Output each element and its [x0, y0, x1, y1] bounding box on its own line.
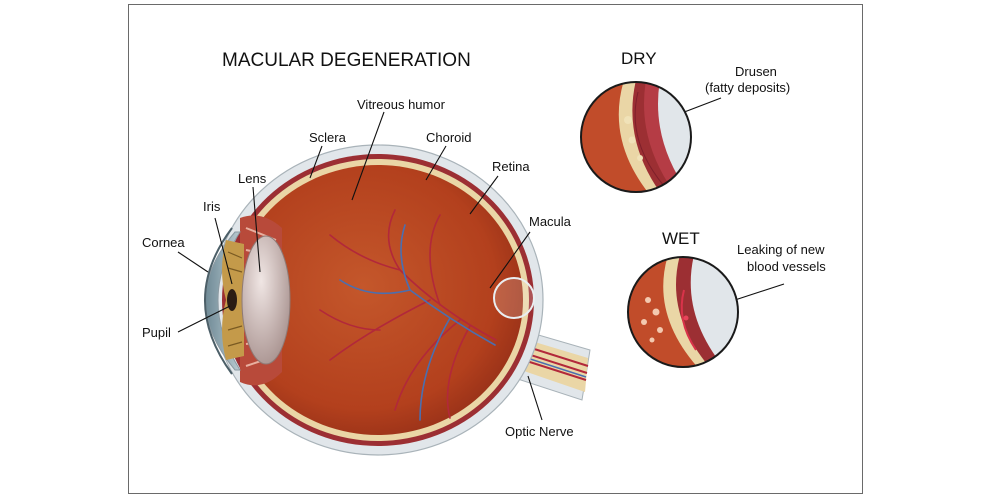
retinal-blood-vessels — [319, 209, 497, 421]
label-iris: Iris — [203, 199, 221, 214]
dry-inset-border — [580, 81, 692, 193]
label-retina: Retina — [492, 159, 530, 174]
label-choroid: Choroid — [426, 130, 472, 145]
wet-inset — [627, 256, 739, 368]
label-pupil: Pupil — [142, 325, 171, 340]
pupil — [227, 289, 237, 311]
label-lens: Lens — [238, 171, 267, 186]
macula-highlight — [493, 277, 535, 319]
label-cornea: Cornea — [142, 235, 185, 250]
dry-inset — [580, 81, 692, 193]
eye-cross-section — [204, 144, 591, 456]
diagram-title: MACULAR DEGENERATION — [222, 50, 471, 71]
label-fatty-deposits: (fatty deposits) — [705, 80, 790, 95]
label-sclera: Sclera — [309, 130, 347, 145]
wet-inset-border — [627, 256, 739, 368]
label-blood-vessels: blood vessels — [747, 259, 826, 274]
label-macula: Macula — [529, 214, 572, 229]
label-drusen: Drusen — [735, 64, 777, 79]
dry-heading: DRY — [621, 49, 657, 68]
lens — [241, 235, 291, 365]
label-leaking: Leaking of new — [737, 242, 825, 257]
wet-heading: WET — [662, 229, 700, 248]
vitreous-humor — [233, 165, 523, 435]
label-vitreous-humor: Vitreous humor — [357, 97, 446, 112]
label-optic-nerve: Optic Nerve — [505, 424, 574, 439]
